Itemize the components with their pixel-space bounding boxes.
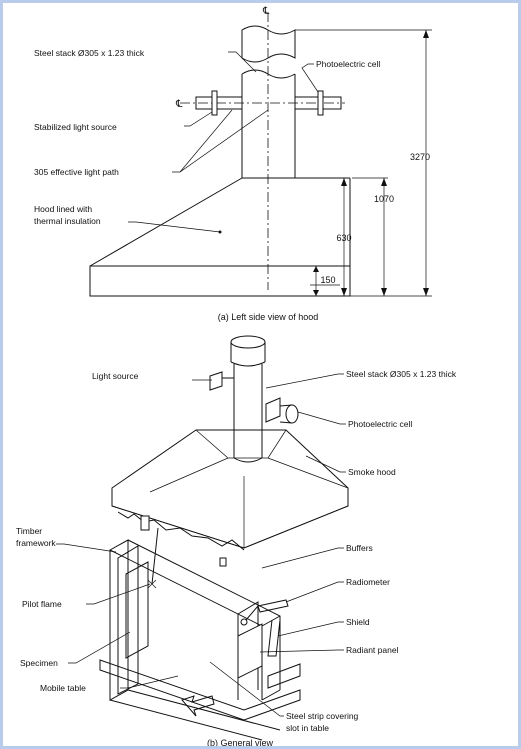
technical-drawing: ℄ ℄ 327 [16, 6, 457, 746]
photoelectric-lens [285, 404, 299, 424]
hood-skirt [89, 265, 351, 297]
pilot-flame-tube [151, 527, 159, 585]
stack-cap-top [230, 335, 266, 349]
caption-b: (b) General view [207, 738, 274, 746]
label-mobile-table: Mobile table [40, 683, 86, 693]
label-hood-line1: Hood lined with [34, 204, 92, 214]
label-steel-strip-line1: Steel strip covering [286, 711, 359, 721]
drawing-sheet: ℄ ℄ 327 [3, 3, 518, 746]
dim-3270-label: 3270 [410, 152, 430, 162]
dimension-lines [295, 29, 432, 297]
left-side-view: ℄ ℄ 327 [34, 6, 432, 322]
left-tube [195, 96, 243, 110]
label-light-source: Light source [92, 371, 139, 381]
timber-framework [99, 539, 301, 741]
caption-a: (a) Left side view of hood [218, 312, 319, 322]
light-source-box [209, 371, 223, 391]
specimen [125, 561, 149, 659]
right-flange [317, 90, 324, 116]
label-shield: Shield [346, 617, 370, 627]
dim-630-label: 630 [336, 233, 351, 243]
label-photoelectric-cell-b: Photoelectric cell [348, 419, 412, 429]
pilot-flame-holder [140, 515, 150, 531]
label-hood-line2: thermal insulation [34, 216, 101, 226]
radiometer [257, 599, 289, 613]
label-steel-stack-a: Steel stack Ø305 x 1.23 thick [34, 48, 145, 58]
leader-lines-b [56, 373, 346, 717]
stack-top-section [241, 25, 296, 63]
side-centerline-symbol: ℄ [175, 99, 183, 110]
label-timber-line2: framework [16, 538, 56, 548]
label-stabilized-light-source: Stabilized light source [34, 122, 117, 132]
label-smoke-hood: Smoke hood [348, 467, 396, 477]
label-radiant-panel: Radiant panel [346, 645, 399, 655]
buffer-block [219, 557, 227, 567]
label-timber-line1: Timber [16, 526, 42, 536]
label-steel-strip-line2: slot in table [286, 723, 329, 733]
left-flange [211, 90, 218, 116]
label-specimen: Specimen [20, 658, 58, 668]
top-centerline-symbol: ℄ [262, 6, 270, 17]
label-buffers: Buffers [346, 543, 373, 553]
hood-facets [195, 429, 287, 459]
mobile-table [99, 659, 301, 721]
label-steel-stack-b: Steel stack Ø305 x 1.23 thick [346, 369, 457, 379]
label-pilot-flame: Pilot flame [22, 599, 62, 609]
photoelectric-box [265, 397, 281, 423]
leader-lines-a [128, 51, 319, 234]
shield [267, 619, 281, 657]
label-radiometer: Radiometer [346, 577, 390, 587]
radiant-panel [237, 623, 263, 679]
general-view: Light source Steel stack Ø305 x 1.23 thi… [16, 335, 457, 746]
hood-slope [89, 177, 243, 267]
stack-break-line [241, 69, 296, 79]
label-effective-light-path: 305 effective light path [34, 167, 119, 177]
direction-arrow [181, 695, 215, 717]
label-photoelectric-cell-a: Photoelectric cell [316, 59, 380, 69]
torn-hood-edge [117, 511, 245, 551]
dim-1070-label: 1070 [374, 194, 394, 204]
dim-150-label: 150 [320, 275, 335, 285]
